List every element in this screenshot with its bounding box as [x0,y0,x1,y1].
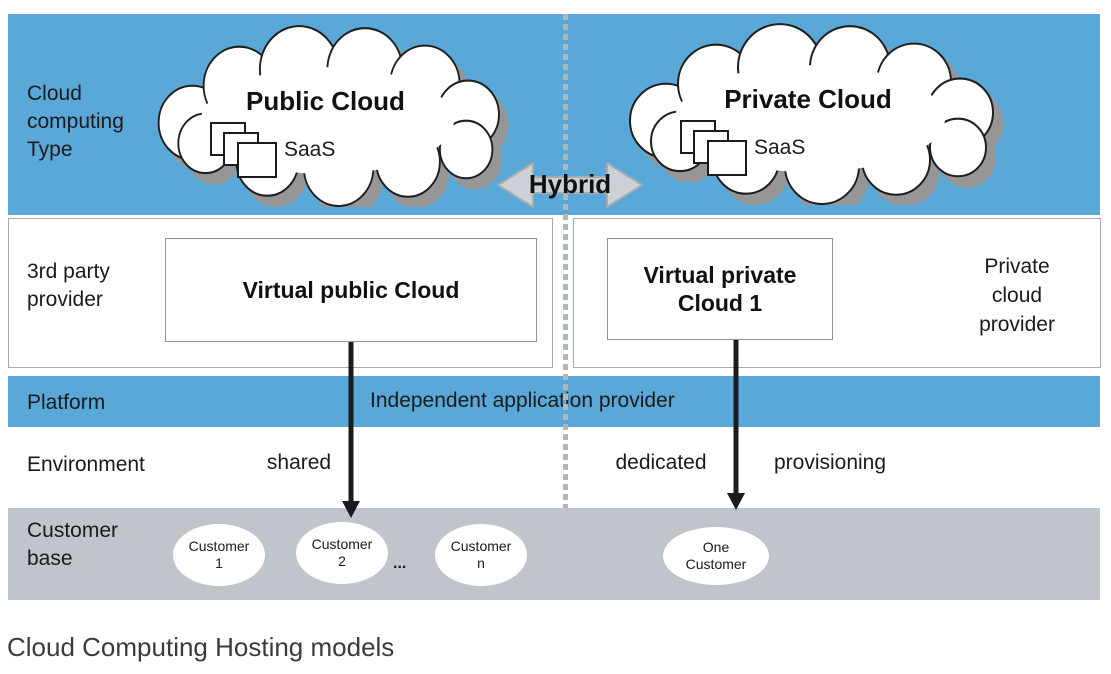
flow-arrow-public [342,342,360,518]
row-label-cloud-computing-type: Cloud computing Type [27,82,124,161]
row-label-platform: Platform [27,391,106,414]
public-cloud-title: Public Cloud [246,86,405,116]
saas-stack-icon: SaaS [680,120,880,190]
dotted-divider [563,14,568,508]
one-customer-ellipse: One Customer [663,527,769,585]
row-label-third-party-provider: 3rd party provider [27,260,110,311]
customer-1-ellipse: Customer 1 [173,524,265,586]
environment-provisioning-label: provisioning [773,451,887,474]
public-cloud: Public Cloud SaaS [138,22,513,207]
customer-2-ellipse: Customer 2 [296,522,388,584]
stack-square-front [237,142,277,178]
band-customer-base [8,508,1100,600]
figure-caption: Cloud Computing Hosting models [7,632,395,662]
virtual-public-cloud-box: Virtual public Cloud [165,238,537,342]
flow-arrow-private [727,340,745,510]
environment-dedicated-label: dedicated [615,451,707,474]
environment-shared-label: shared [266,451,332,474]
private-cloud: Private Cloud SaaS [608,20,1008,205]
hybrid-double-arrow-icon [497,162,643,208]
saas-label: SaaS [284,138,336,161]
customer-ellipsis: ... [393,555,407,572]
hybrid-label: Hybrid [528,169,612,199]
saas-stack-icon: SaaS [210,122,410,192]
row-label-environment: Environment [27,453,145,476]
saas-label: SaaS [754,136,806,159]
private-cloud-title: Private Cloud [724,84,892,114]
private-cloud-provider-label: Private cloud provider [979,255,1055,336]
band-platform [8,376,1100,427]
virtual-private-cloud-box: Virtual private Cloud 1 [607,238,833,340]
stack-square-front [707,140,747,176]
customer-n-ellipse: Customer n [435,524,527,586]
row-label-customer-base: Customer base [27,519,119,570]
independent-application-provider-label: Independent application provider [370,389,675,412]
